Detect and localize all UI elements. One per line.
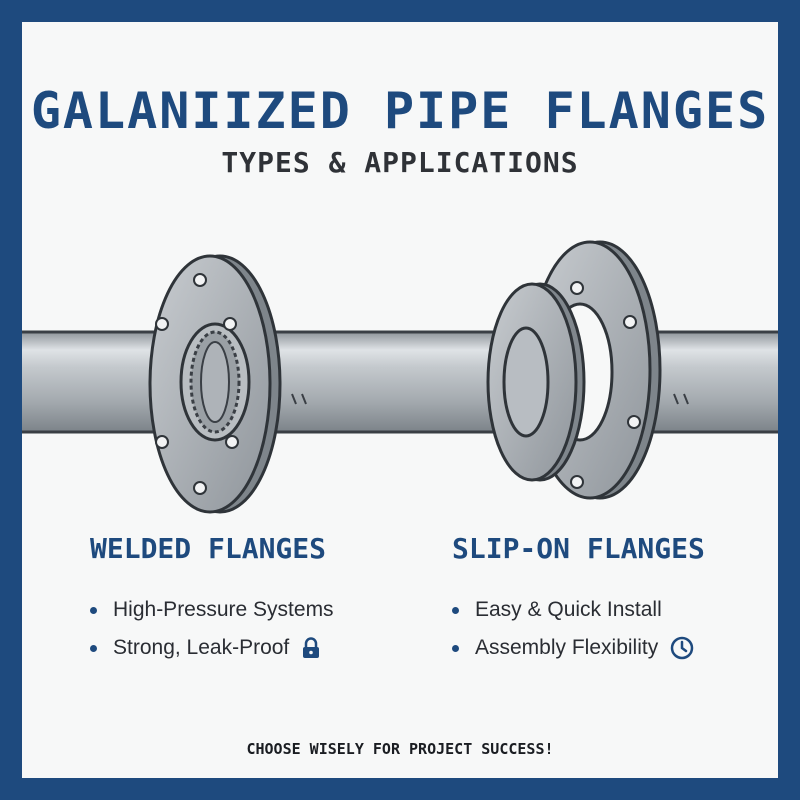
welded-flanges-heading: WELDED FLANGES xyxy=(90,532,327,565)
list-item-label: High-Pressure Systems xyxy=(113,598,334,621)
page-title: GALANIIZED PIPE FLANGES xyxy=(30,82,770,140)
bullet-icon xyxy=(452,644,459,652)
welded-flanges-list: High-Pressure Systems Strong, Leak-Proof xyxy=(90,591,334,667)
slip-on-flanges-section: SLIP-ON FLANGES Easy & Quick Install Ass… xyxy=(452,532,705,667)
footer-tagline: CHOOSE WISELY FOR PROJECT SUCCESS! xyxy=(246,740,554,758)
page-subtitle: TYPES & APPLICATIONS xyxy=(221,146,579,179)
list-item: High-Pressure Systems xyxy=(90,591,334,629)
list-item: Assembly Flexibility xyxy=(452,629,705,667)
bullet-icon xyxy=(90,644,97,652)
list-item: Strong, Leak-Proof xyxy=(90,629,334,667)
slip-on-flanges-list: Easy & Quick Install Assembly Flexibilit… xyxy=(452,591,705,667)
list-item: Easy & Quick Install xyxy=(452,591,705,629)
list-item-label: Easy & Quick Install xyxy=(475,598,662,621)
poster: GALANIIZED PIPE FLANGES TYPES & APPLICAT… xyxy=(22,22,778,778)
pipe xyxy=(22,330,778,434)
lock-icon xyxy=(301,637,321,659)
flange-illustration xyxy=(22,240,778,514)
slip-on-flanges-heading: SLIP-ON FLANGES xyxy=(452,532,705,565)
clock-icon xyxy=(670,636,694,660)
slip-on-flange xyxy=(486,240,662,500)
welded-flanges-section: WELDED FLANGES High-Pressure Systems Str… xyxy=(90,532,334,667)
bullet-icon xyxy=(90,606,97,614)
welded-flange xyxy=(148,254,282,514)
list-item-label: Assembly Flexibility xyxy=(475,636,659,659)
list-item-label: Strong, Leak-Proof xyxy=(113,636,290,659)
bullet-icon xyxy=(452,606,459,614)
